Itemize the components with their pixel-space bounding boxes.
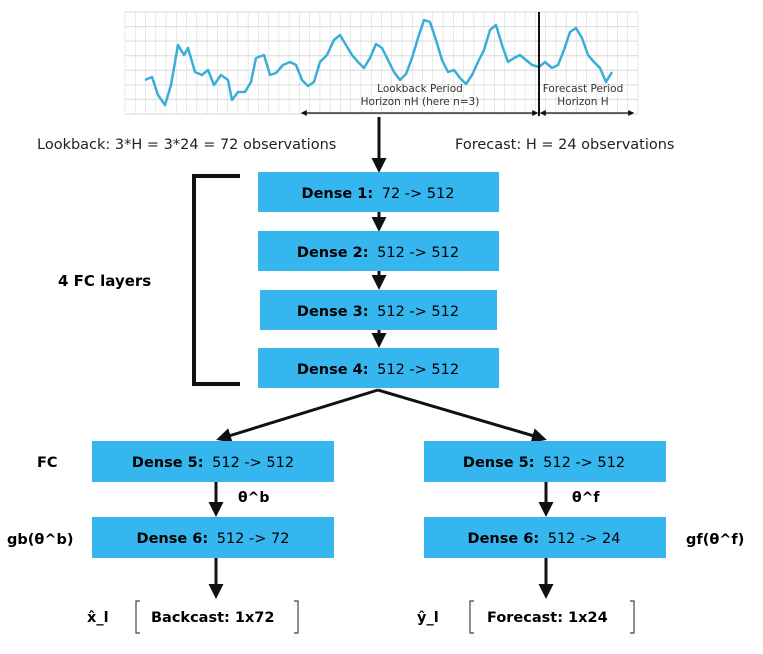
timeseries-grid xyxy=(124,11,639,115)
dense-3-box: Dense 3: 512 -> 512 xyxy=(260,290,497,330)
fc-side-label: FC xyxy=(37,455,58,471)
theta-b-label: θ^b xyxy=(238,490,269,506)
dense-1-dims: 72 -> 512 xyxy=(382,186,455,202)
forecast-dense-6-dims: 512 -> 24 xyxy=(548,531,621,547)
svg-text:Dense 6: 512 -> 72: Dense 6: 512 -> 72 xyxy=(137,531,290,547)
forecast-dense-6-box: Dense 6: 512 -> 24 xyxy=(424,517,666,558)
forecast-dense-6-name: Dense 6: xyxy=(468,531,540,547)
forecast-dense-5-dims: 512 -> 512 xyxy=(543,455,625,471)
fc-layers-label: 4 FC layers xyxy=(58,272,151,290)
forecast-period-title: Forecast Period xyxy=(543,83,624,95)
lookback-caption: Lookback: 3*H = 3*24 = 72 observations xyxy=(37,137,336,153)
svg-text:Dense 2: 512 -> 512: Dense 2: 512 -> 512 xyxy=(297,245,459,261)
svg-text:Dense 5: 512 -> 512: Dense 5: 512 -> 512 xyxy=(463,455,625,471)
split-arrow-left xyxy=(216,388,379,443)
forecast-dense-5-box: Dense 5: 512 -> 512 xyxy=(424,441,666,482)
backcast-output-label: Backcast: 1x72 xyxy=(151,610,274,626)
lookback-horizon-label: Horizon nH (here n=3) xyxy=(361,96,480,108)
dense-3-dims: 512 -> 512 xyxy=(377,304,459,320)
dense-4-dims: 512 -> 512 xyxy=(377,362,459,378)
dense-2-box: Dense 2: 512 -> 512 xyxy=(258,231,499,271)
gf-side-label: gf(θ^f) xyxy=(686,532,744,548)
dense-1-box: Dense 1: 72 -> 512 xyxy=(258,172,499,212)
split-arrow-right xyxy=(377,388,547,443)
forecast-output-bracket-left xyxy=(469,600,474,634)
timeseries-line xyxy=(144,18,614,107)
dense-4-box: Dense 4: 512 -> 512 xyxy=(258,348,499,388)
svg-text:Dense 1: 72 -> 512: Dense 1: 72 -> 512 xyxy=(302,186,455,202)
svg-text:Dense 4: 512 -> 512: Dense 4: 512 -> 512 xyxy=(297,362,459,378)
lookback-period-title: Lookback Period xyxy=(377,83,463,95)
forecast-symbol: ŷ_l xyxy=(417,610,439,626)
backcast-dense-5-name: Dense 5: xyxy=(132,455,204,471)
dense-2-name: Dense 2: xyxy=(297,245,369,261)
backcast-output-bracket-right xyxy=(294,600,299,634)
backcast-dense-6-name: Dense 6: xyxy=(137,531,209,547)
timeseries-panel: Lookback Period Horizon nH (here n=3) Fo… xyxy=(124,11,639,116)
forecast-horizon-label: Horizon H xyxy=(557,96,608,108)
backcast-dense-6-box: Dense 6: 512 -> 72 xyxy=(92,517,334,558)
svg-text:Dense 3: 512 -> 512: Dense 3: 512 -> 512 xyxy=(297,304,459,320)
theta-f-label: θ^f xyxy=(572,490,600,506)
backcast-dense-5-box: Dense 5: 512 -> 512 xyxy=(92,441,334,482)
dense-4-name: Dense 4: xyxy=(297,362,369,378)
gb-side-label: gb(θ^b) xyxy=(7,532,74,548)
backcast-symbol: x̂_l xyxy=(87,610,109,626)
svg-text:Dense 5: 512 -> 512: Dense 5: 512 -> 512 xyxy=(132,455,294,471)
dense-1-name: Dense 1: xyxy=(302,186,374,202)
forecast-caption: Forecast: H = 24 observations xyxy=(455,137,675,153)
forecast-output-label: Forecast: 1x24 xyxy=(487,610,608,626)
forecast-output-bracket-right xyxy=(630,600,635,634)
backcast-output-bracket-left xyxy=(135,600,140,634)
backcast-dense-6-dims: 512 -> 72 xyxy=(217,531,290,547)
fc-layers-bracket xyxy=(192,174,240,386)
backcast-dense-5-dims: 512 -> 512 xyxy=(212,455,294,471)
forecast-dense-5-name: Dense 5: xyxy=(463,455,535,471)
svg-text:Dense 6: 512 -> 24: Dense 6: 512 -> 24 xyxy=(468,531,621,547)
dense-2-dims: 512 -> 512 xyxy=(377,245,459,261)
dense-3-name: Dense 3: xyxy=(297,304,369,320)
